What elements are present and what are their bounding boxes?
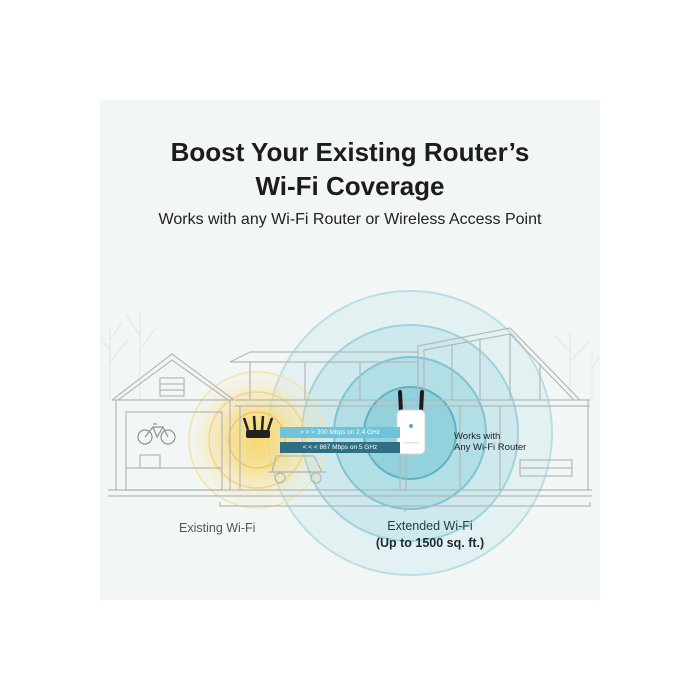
extended-wifi-range: (Up to 1500 sq. ft.) (375, 536, 485, 550)
house-outline (108, 327, 592, 512)
existing-wifi-label: Existing Wi-Fi (179, 521, 256, 535)
speed-band-24ghz: > > > 300 Mbps on 2.4 GHz (280, 427, 400, 438)
headline-line-2: Wi-Fi Coverage (255, 171, 445, 201)
extender-note: Works with Any Wi-Fi Router (454, 431, 544, 453)
extender-icon (396, 390, 426, 455)
subtitle: Works with any Wi-Fi Router or Wireless … (158, 211, 542, 228)
router-icon (242, 415, 274, 438)
house-scene (100, 290, 600, 576)
headline-line-1: Boost Your Existing Router’s (170, 137, 530, 167)
extender-note-line-1: Works with (454, 431, 501, 442)
band-5-label: 867 Mbps on 5 GHz (319, 444, 378, 451)
background-trees (100, 312, 600, 400)
extended-wifi-label: Extended Wi-Fi (387, 519, 473, 533)
arrow-left-icon: < < < (302, 444, 318, 451)
bicycle-icon (137, 423, 176, 445)
extender-note-line-2: Any Wi-Fi Router (454, 442, 527, 453)
existing-wifi-coverage (187, 370, 327, 510)
arrow-right-icon: > > > (299, 429, 315, 436)
band-24-label: 300 Mbps on 2.4 GHz (316, 429, 381, 436)
product-infographic: Boost Your Existing Router’s Wi-Fi Cover… (100, 100, 600, 600)
speed-band-5ghz: < < < 867 Mbps on 5 GHz (280, 442, 400, 453)
